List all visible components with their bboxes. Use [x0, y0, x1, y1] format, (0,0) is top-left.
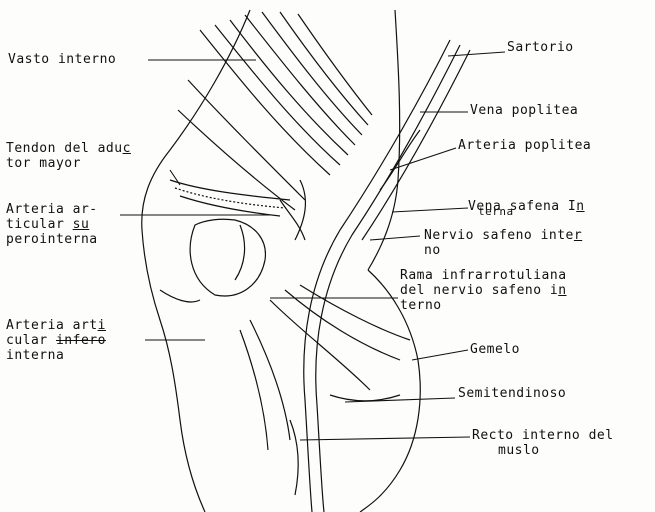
label-arteria-articular-inferointerna: Arteria arti cular infero interna — [6, 318, 106, 363]
label-tendon-aductor: Tendon del aduc tor mayor — [6, 141, 131, 171]
label-rama-infrarrotuliana: Rama infrarrotuliana del nervio safeno i… — [400, 268, 567, 313]
label-vasto-interno: Vasto interno — [8, 52, 116, 67]
label-vena-safena-interna: Vena safena In terna — [468, 199, 585, 229]
label-semitendinoso: Semitendinoso — [458, 386, 566, 401]
label-arteria-articular-superointerna: Arteria ar- ticular su perointerna — [6, 202, 98, 247]
label-recto-interno-muslo: Recto interno del muslo — [472, 428, 614, 458]
vasto-interno-muscle — [178, 12, 372, 210]
label-arteria-poplitea: Arteria poplitea — [458, 138, 591, 153]
limb-outline — [142, 10, 421, 512]
gemelo-muscle — [240, 285, 410, 495]
adductor-tendon — [170, 180, 290, 216]
label-gemelo: Gemelo — [470, 342, 520, 357]
label-sartorio: Sartorio — [507, 40, 574, 55]
label-nervio-safeno-interno: Nervio safeno inter no — [424, 228, 582, 258]
label-vena-poplitea: Vena poplitea — [470, 103, 578, 118]
knee-joint — [160, 219, 265, 302]
